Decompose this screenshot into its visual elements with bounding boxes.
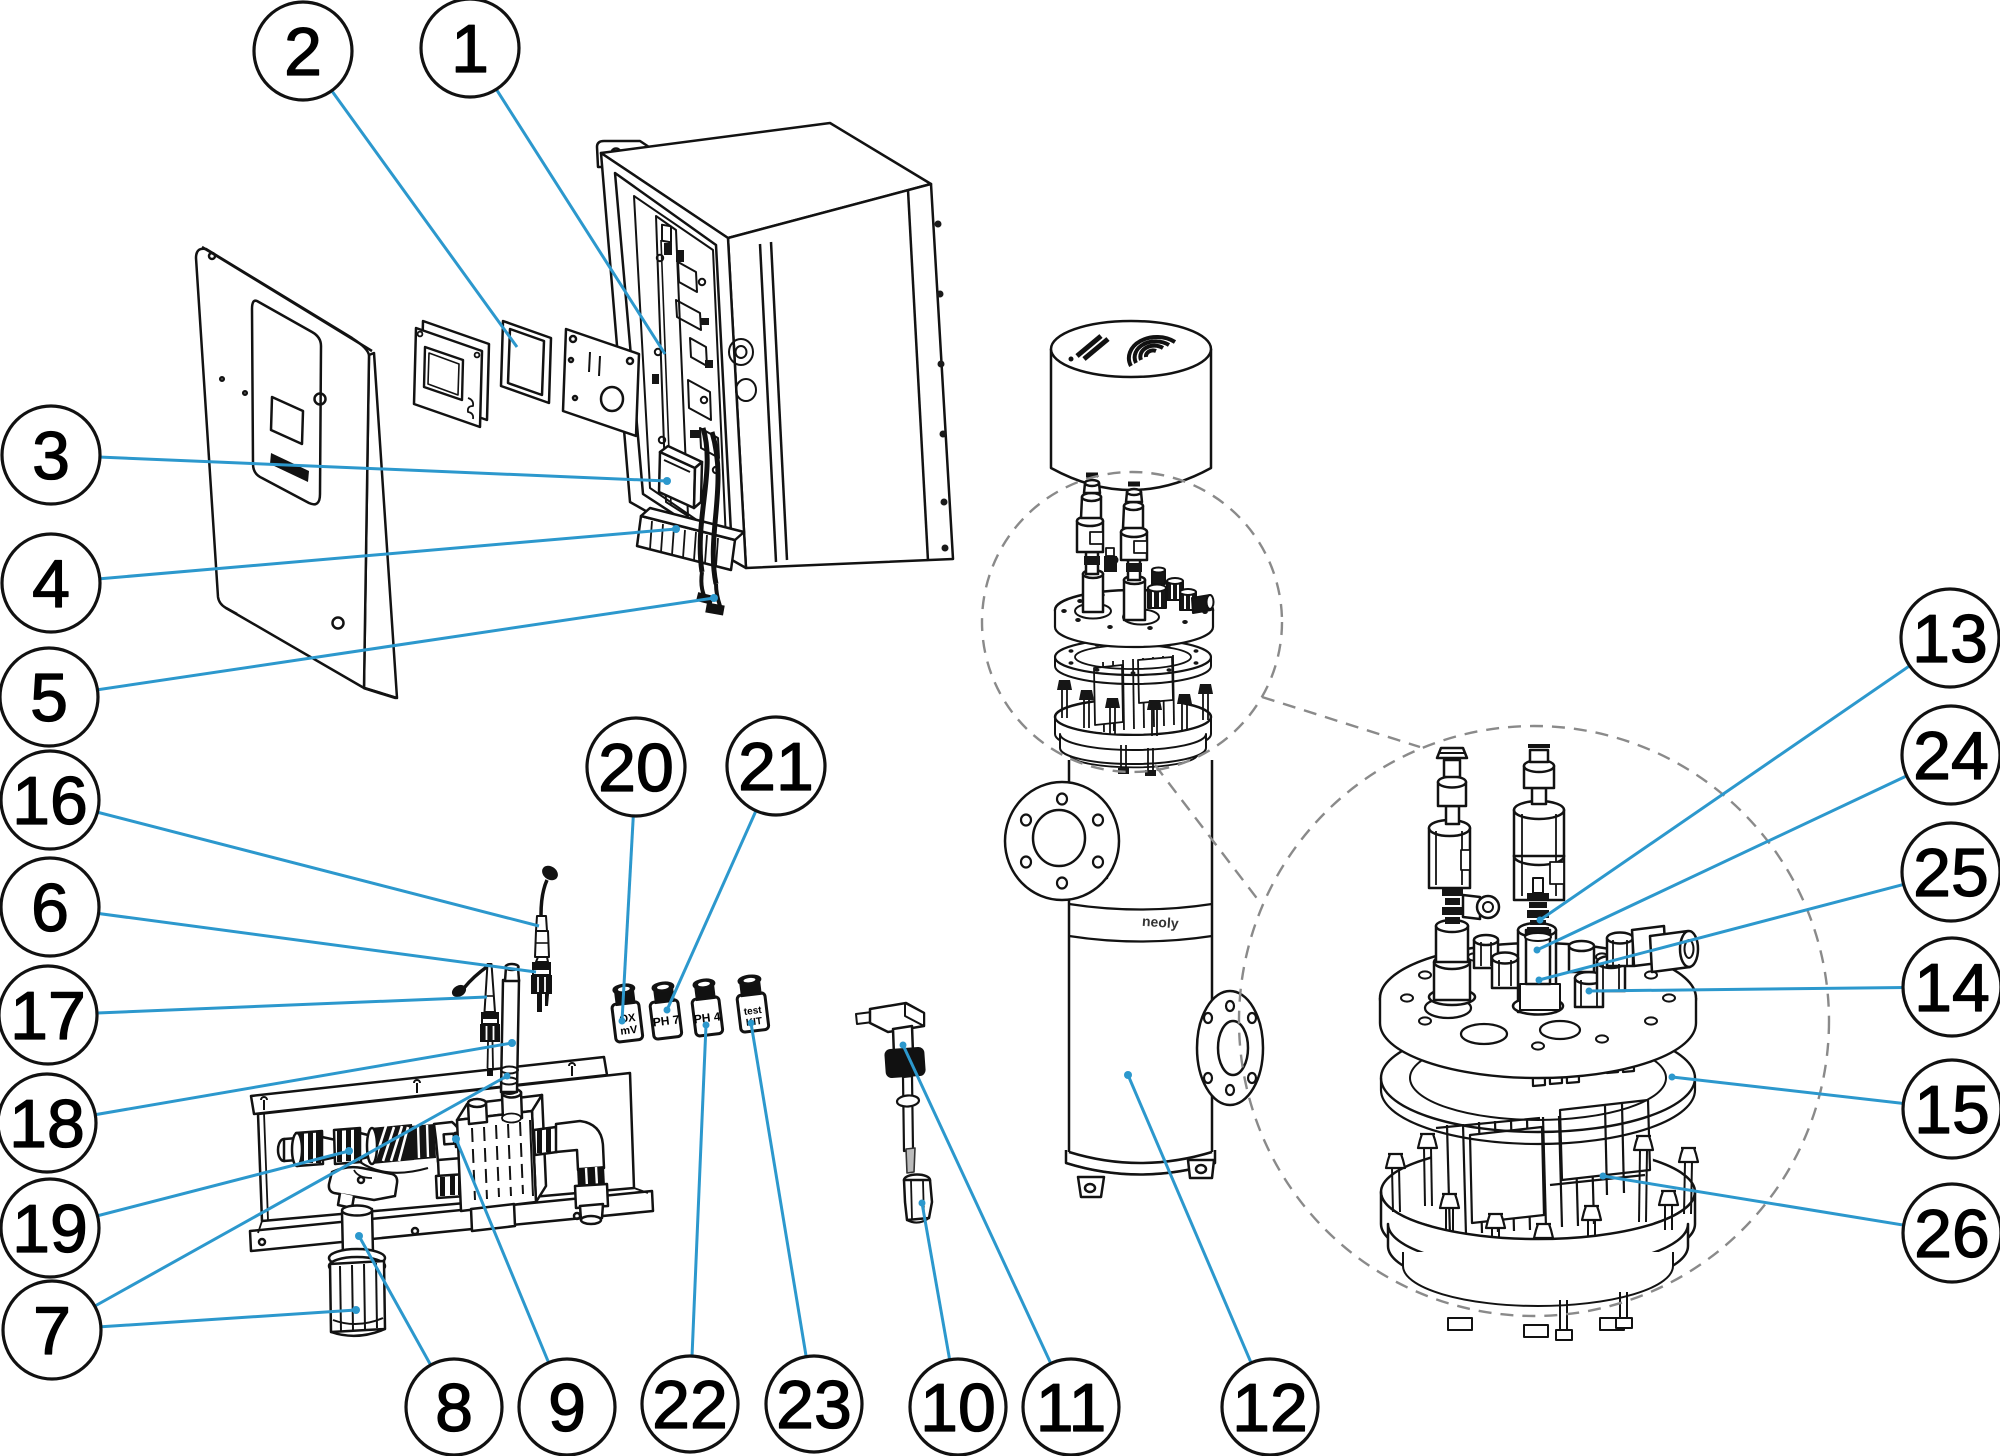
svg-text:19: 19 [12,1191,88,1267]
svg-text:26: 26 [1914,1196,1990,1272]
svg-text:13: 13 [1912,601,1988,677]
svg-text:25: 25 [1913,835,1989,911]
svg-text:5: 5 [30,660,68,736]
svg-text:neoly: neoly [1142,913,1180,932]
svg-text:8: 8 [435,1370,473,1446]
svg-text:12: 12 [1232,1370,1308,1446]
svg-text:23: 23 [776,1367,852,1443]
svg-text:7: 7 [33,1293,71,1369]
svg-text:mV: mV [620,1024,639,1038]
svg-text:2: 2 [284,14,322,90]
svg-text:PH 7: PH 7 [652,1012,681,1029]
svg-text:3: 3 [32,418,70,494]
svg-text:20: 20 [598,730,674,806]
svg-text:10: 10 [920,1370,996,1446]
svg-text:18: 18 [9,1086,85,1162]
svg-text:22: 22 [652,1367,728,1443]
svg-text:11: 11 [1036,1370,1107,1446]
svg-text:1: 1 [451,11,489,87]
svg-text:4: 4 [32,546,70,622]
svg-text:17: 17 [10,978,86,1054]
svg-text:9: 9 [548,1370,586,1446]
svg-text:PH 4: PH 4 [693,1009,722,1026]
svg-text:test: test [743,1005,763,1018]
svg-text:21: 21 [738,729,814,805]
svg-text:24: 24 [1913,718,1989,794]
svg-text:6: 6 [31,870,69,946]
svg-text:14: 14 [1914,950,1990,1026]
svg-text:15: 15 [1914,1072,1990,1148]
svg-text:16: 16 [12,763,88,839]
